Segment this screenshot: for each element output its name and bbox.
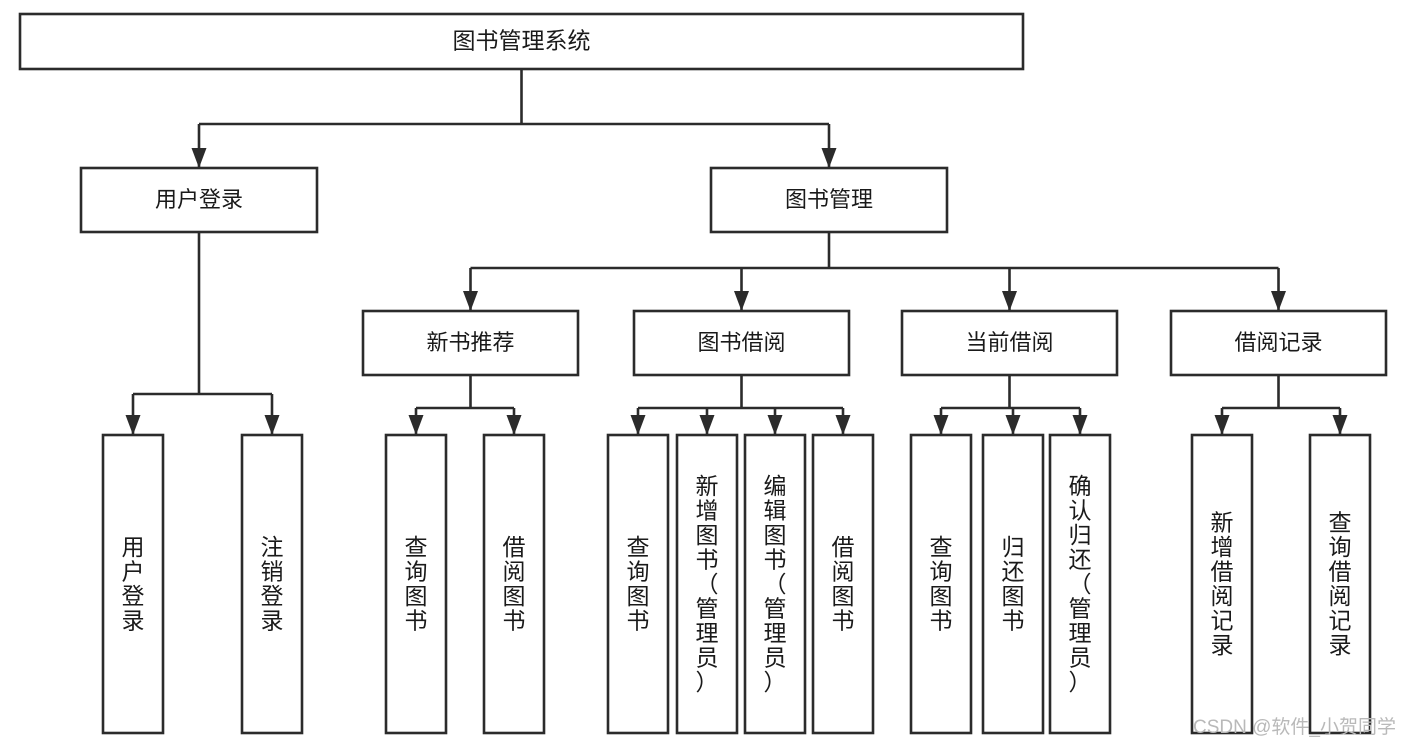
- arrow-head-icon: [1005, 415, 1021, 435]
- arrow-head-icon: [506, 415, 522, 435]
- arrow-head-icon: [1002, 291, 1017, 311]
- node-label-leaf-edit-book: 编辑图书（管理员）: [764, 473, 787, 695]
- arrow-head-icon: [1332, 415, 1348, 435]
- node-box-book-borrow[interactable]: [632, 309, 851, 377]
- node-box-book-manage[interactable]: [709, 166, 949, 234]
- node-user-login[interactable]: 用户登录: [79, 166, 319, 234]
- node-box-leaf-query-record[interactable]: [1308, 433, 1372, 735]
- node-label-leaf-return-book: 归还图书: [1002, 534, 1025, 634]
- arrow-head-icon: [1271, 291, 1286, 311]
- node-box-leaf-logout[interactable]: [240, 433, 304, 735]
- node-leaf-query-book-1[interactable]: 查询图书: [384, 433, 448, 735]
- node-leaf-query-book-2[interactable]: 查询图书: [606, 433, 670, 735]
- node-label-leaf-user-login: 用户登录: [122, 534, 145, 634]
- node-label-borrow-record: 借阅记录: [1234, 330, 1322, 355]
- node-leaf-add-record[interactable]: 新增借阅记录: [1190, 433, 1254, 735]
- node-current-borrow[interactable]: 当前借阅: [900, 309, 1119, 377]
- node-root[interactable]: 图书管理系统: [18, 12, 1025, 71]
- node-box-leaf-borrow-book-2[interactable]: [811, 433, 875, 735]
- node-box-leaf-query-book-2[interactable]: [606, 433, 670, 735]
- arrow-head-icon: [408, 415, 424, 435]
- node-new-book-rec[interactable]: 新书推荐: [361, 309, 580, 377]
- node-box-user-login[interactable]: [79, 166, 319, 234]
- node-label-new-book-rec: 新书推荐: [426, 330, 514, 355]
- node-leaf-borrow-book-1[interactable]: 借阅图书: [482, 433, 546, 735]
- node-box-leaf-confirm-return[interactable]: [1048, 433, 1112, 735]
- node-box-leaf-add-record[interactable]: [1190, 433, 1254, 735]
- node-leaf-user-login[interactable]: 用户登录: [101, 433, 165, 735]
- node-borrow-record[interactable]: 借阅记录: [1169, 309, 1388, 377]
- node-label-root: 图书管理系统: [453, 28, 591, 54]
- arrow-head-icon: [767, 415, 783, 435]
- node-label-leaf-confirm-return: 确认归还（管理员）: [1069, 473, 1092, 695]
- node-label-leaf-borrow-book-2: 借阅图书: [832, 534, 855, 634]
- arrow-head-icon: [191, 148, 207, 168]
- arrow-head-icon: [125, 415, 141, 435]
- node-leaf-borrow-book-2[interactable]: 借阅图书: [811, 433, 875, 735]
- node-box-borrow-record[interactable]: [1169, 309, 1388, 377]
- node-label-user-login: 用户登录: [155, 187, 243, 212]
- node-label-book-borrow: 图书借阅: [697, 330, 785, 355]
- arrow-head-icon: [821, 148, 837, 168]
- arrow-head-icon: [1072, 415, 1088, 435]
- node-label-leaf-borrow-book-1: 借阅图书: [503, 534, 526, 634]
- node-layer: 图书管理系统用户登录图书管理新书推荐图书借阅当前借阅借阅记录用户登录注销登录查询…: [18, 12, 1388, 735]
- node-leaf-query-record[interactable]: 查询借阅记录: [1308, 433, 1372, 735]
- node-leaf-edit-book[interactable]: 编辑图书（管理员）: [743, 433, 807, 735]
- node-box-leaf-add-book[interactable]: [675, 433, 739, 735]
- connector-layer: [125, 69, 1348, 435]
- node-leaf-logout[interactable]: 注销登录: [240, 433, 304, 735]
- node-box-leaf-return-book[interactable]: [981, 433, 1045, 735]
- node-box-leaf-query-book-3[interactable]: [909, 433, 973, 735]
- node-label-leaf-query-record: 查询借阅记录: [1329, 510, 1352, 659]
- csdn-watermark: CSDN @软件_小贺同学: [1193, 716, 1396, 738]
- arrow-head-icon: [630, 415, 646, 435]
- node-label-book-manage: 图书管理: [785, 187, 873, 212]
- node-box-new-book-rec[interactable]: [361, 309, 580, 377]
- node-label-leaf-logout: 注销登录: [261, 534, 284, 634]
- arrow-head-icon: [264, 415, 280, 435]
- node-leaf-return-book[interactable]: 归还图书: [981, 433, 1045, 735]
- node-book-manage[interactable]: 图书管理: [709, 166, 949, 234]
- node-box-leaf-edit-book[interactable]: [743, 433, 807, 735]
- node-box-root[interactable]: [18, 12, 1025, 71]
- node-label-leaf-add-book: 新增图书（管理员）: [696, 473, 719, 695]
- node-label-leaf-query-book-2: 查询图书: [627, 534, 650, 634]
- node-box-leaf-user-login[interactable]: [101, 433, 165, 735]
- node-leaf-query-book-3[interactable]: 查询图书: [909, 433, 973, 735]
- node-leaf-add-book[interactable]: 新增图书（管理员）: [675, 433, 739, 735]
- node-box-leaf-query-book-1[interactable]: [384, 433, 448, 735]
- node-label-leaf-query-book-3: 查询图书: [930, 534, 953, 634]
- arrow-head-icon: [463, 291, 478, 311]
- node-label-leaf-query-book-1: 查询图书: [405, 534, 428, 634]
- arrow-head-icon: [734, 291, 749, 311]
- node-label-leaf-add-record: 新增借阅记录: [1211, 510, 1234, 659]
- node-label-current-borrow: 当前借阅: [965, 330, 1053, 355]
- arrow-head-icon: [1214, 415, 1230, 435]
- node-leaf-confirm-return[interactable]: 确认归还（管理员）: [1048, 433, 1112, 735]
- node-box-current-borrow[interactable]: [900, 309, 1119, 377]
- arrow-head-icon: [699, 415, 715, 435]
- node-book-borrow[interactable]: 图书借阅: [632, 309, 851, 377]
- arrow-head-icon: [835, 415, 851, 435]
- node-box-leaf-borrow-book-1[interactable]: [482, 433, 546, 735]
- arrow-head-icon: [933, 415, 949, 435]
